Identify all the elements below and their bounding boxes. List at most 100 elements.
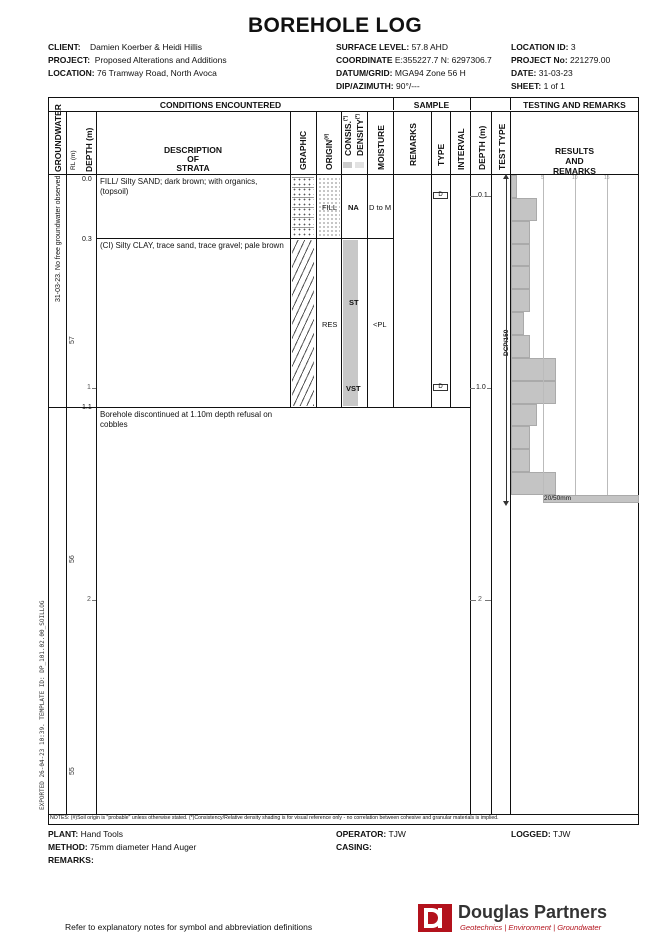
footer-middle: OPERATOR: TJW CASING: bbox=[336, 828, 406, 854]
logo-d-inner bbox=[428, 912, 438, 924]
dcp-bar bbox=[511, 380, 556, 404]
col-line-graphic bbox=[316, 111, 317, 408]
consistency-3: VST bbox=[346, 384, 361, 393]
col-line-moisture bbox=[393, 111, 394, 408]
col-header-consis-sup: (*) bbox=[343, 115, 350, 122]
location-id-value: 3 bbox=[570, 42, 576, 52]
col-header-rl: RL (m) bbox=[70, 150, 77, 170]
col-header-type: TYPE bbox=[436, 143, 446, 166]
refer-note: Refer to explanatory notes for symbol an… bbox=[65, 922, 313, 932]
dcp-axis-5: 5 bbox=[541, 175, 544, 181]
col-line-depth bbox=[96, 111, 97, 814]
depth2-scale-2-tick-r bbox=[485, 600, 491, 601]
dcp-bar bbox=[511, 403, 537, 427]
col-line-interval bbox=[470, 111, 471, 814]
strata-desc-3: Borehole discontinued at 1.10m depth ref… bbox=[100, 410, 273, 429]
depth-scale-1-tick bbox=[92, 388, 96, 389]
graphic-clay-hatch bbox=[292, 240, 314, 406]
client-label: CLIENT: bbox=[48, 42, 81, 52]
moisture-2: <PL bbox=[373, 320, 387, 329]
dcp-grid-10 bbox=[575, 175, 576, 503]
casing-label: CASING: bbox=[336, 842, 372, 852]
header-left: CLIENT: Damien Koerber & Heidi Hillis PR… bbox=[48, 41, 227, 80]
dcp-axis-10: 10 bbox=[572, 175, 578, 181]
dcp-range-line bbox=[506, 178, 507, 504]
location-id-label: LOCATION ID: bbox=[511, 42, 569, 52]
col-header-origin-text: ORIGIN bbox=[324, 139, 334, 170]
sheet-value: 1 of 1 bbox=[543, 81, 565, 91]
dcp-bar bbox=[511, 357, 556, 381]
sec-div-2 bbox=[470, 97, 471, 110]
col-line-type bbox=[450, 111, 451, 408]
log-frame bbox=[48, 97, 639, 825]
col-header-results-2: AND bbox=[565, 156, 584, 166]
moisture-1: D to M bbox=[369, 203, 392, 212]
client-value: Damien Koerber & Heidi Hillis bbox=[90, 42, 203, 52]
logged-value: TJW bbox=[552, 829, 571, 839]
dcp-bar bbox=[511, 289, 531, 313]
origin-2: RES bbox=[322, 320, 338, 329]
dcp-grid-15 bbox=[607, 175, 608, 503]
section-sample: SAMPLE bbox=[413, 100, 450, 110]
notes-text: NOTES: (#)Soil origin is "probable" unle… bbox=[50, 815, 499, 821]
dcp-bar bbox=[511, 449, 531, 473]
graphic-fill-hatch bbox=[292, 177, 314, 237]
depth2-scale-2: 2 bbox=[478, 596, 482, 603]
surface-level-value: 57.8 AHD bbox=[411, 42, 448, 52]
brand-name: Douglas Partners bbox=[458, 902, 608, 922]
dcp-arrow-up-icon bbox=[503, 174, 509, 179]
dcp-bar bbox=[511, 197, 537, 221]
consistency-1: NA bbox=[348, 203, 359, 212]
depth-top-3: 1.1 bbox=[82, 404, 92, 411]
section-header-divider bbox=[48, 111, 639, 112]
douglas-partners-logo-icon bbox=[418, 904, 452, 932]
col-header-description: DESCRIPTION OF STRATA bbox=[96, 146, 290, 173]
consistency-2: ST bbox=[349, 298, 359, 307]
dcp-bar bbox=[511, 312, 524, 335]
dcp-arrow-down-icon bbox=[503, 501, 509, 506]
sheet-label: SHEET: bbox=[511, 81, 542, 91]
dcp-bar bbox=[511, 426, 531, 450]
depth-scale-1: 1 bbox=[87, 384, 91, 391]
col-line-testtype bbox=[510, 111, 511, 814]
header-middle: SURFACE LEVEL: 57.8 AHD COORDINATE E:355… bbox=[336, 41, 492, 93]
project-no-label: PROJECT No: bbox=[511, 55, 568, 65]
col-header-results-1: RESULTS bbox=[554, 146, 595, 156]
dcp-bar bbox=[511, 266, 531, 290]
footer-right: LOGGED: TJW bbox=[511, 828, 570, 841]
col-line-consis bbox=[367, 111, 368, 408]
sample-1-type: D bbox=[433, 192, 448, 199]
col-header-depth2: DEPTH (m) bbox=[477, 125, 487, 170]
dcp-bar bbox=[511, 220, 531, 244]
method-value: 75mm diameter Hand Auger bbox=[90, 842, 197, 852]
rl-56: 56 bbox=[69, 555, 76, 563]
location-value: 76 Tramway Road, North Avoca bbox=[96, 68, 217, 78]
page-title: BOREHOLE LOG bbox=[248, 14, 422, 37]
datum-label: DATUM/GRID: bbox=[336, 68, 393, 78]
col-header-depth: DEPTH (m) bbox=[84, 127, 94, 172]
groundwater-note: 31-03-23. No free groundwater observed bbox=[55, 175, 62, 302]
surface-level-label: SURFACE LEVEL: bbox=[336, 42, 410, 52]
strata-boundary-2 bbox=[48, 407, 470, 408]
sample-1-tick-l bbox=[470, 196, 478, 197]
col-line-origin bbox=[341, 111, 342, 408]
rl-57: 57 bbox=[69, 336, 76, 344]
dcp-bar bbox=[511, 472, 556, 495]
dcp-bar bbox=[511, 175, 518, 198]
export-stamp: EXPORTED 26-04-23 10:39. TEMPLATE ID: DP… bbox=[39, 600, 46, 810]
remarks-label: REMARKS: bbox=[48, 855, 94, 865]
sample-1-tick-r bbox=[487, 196, 491, 197]
col-header-density-text: DENSITY bbox=[355, 119, 365, 156]
sample-2-tick-l bbox=[470, 388, 475, 389]
sample-2-tick-r bbox=[487, 388, 491, 389]
col-header-consis: CONSIS.(*) bbox=[343, 116, 353, 156]
project-value: Proposed Alterations and Additions bbox=[94, 55, 227, 65]
date-value: 31-03-23 bbox=[538, 68, 573, 78]
density-swatch bbox=[355, 162, 364, 168]
section-conditions: CONDITIONS ENCOUNTERED bbox=[159, 100, 282, 110]
col-header-description-1: DESCRIPTION bbox=[163, 145, 223, 155]
col-header-moisture: MOISTURE bbox=[376, 125, 386, 170]
logo-svg bbox=[418, 904, 452, 932]
col-header-description-2: OF bbox=[187, 154, 199, 164]
project-label: PROJECT: bbox=[48, 55, 91, 65]
